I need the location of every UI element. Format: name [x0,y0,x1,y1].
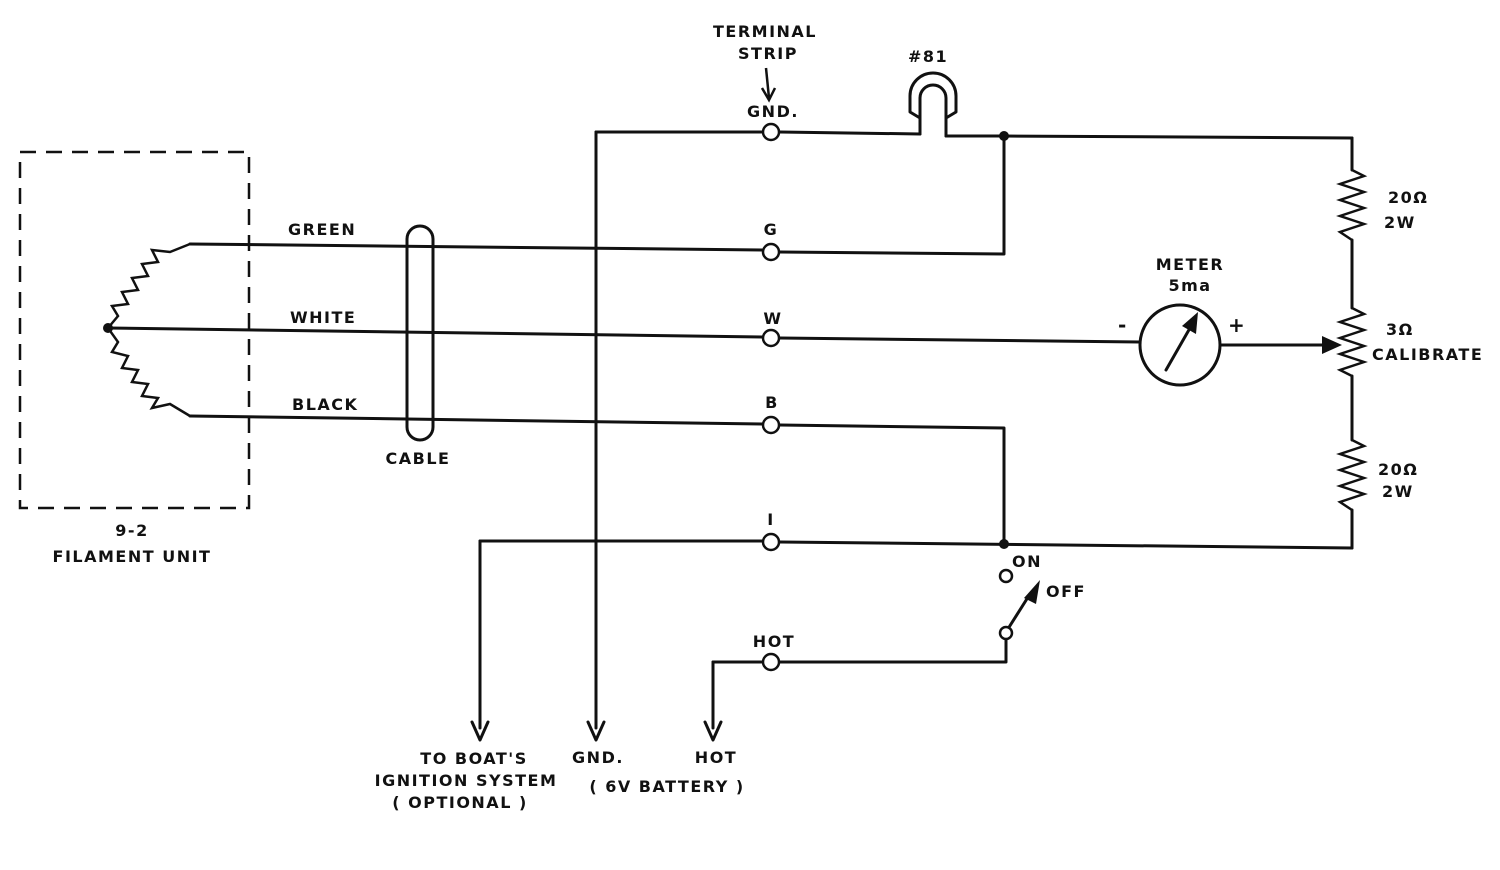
resistor-top [1336,168,1368,242]
hot-arrow [703,720,723,742]
meter-needle [1164,326,1192,372]
resistor-bottom [1336,438,1368,512]
ignition-arrow [470,720,490,742]
lamp-label: #81 [908,47,948,66]
resistor-pot [1336,306,1368,378]
filament-unit-label: FILAMENT UNIT [53,547,212,566]
ignition-label-1: TO BOAT'S [420,749,527,768]
terminal-hot-label: HOT [753,632,795,651]
ignition-label-3: ( OPTIONAL ) [392,793,528,812]
terminal-strip-title-2: STRIP [738,44,798,63]
resistor-bottom-watt: 2W [1382,482,1414,501]
resistor-top-watt: 2W [1384,213,1416,232]
terminal-hot [761,652,781,672]
terminal-w [761,328,781,348]
meter-minus: - [1118,313,1126,337]
terminal-b-label: B [765,393,779,412]
terminal-i-label: I [767,510,774,529]
green-wire [188,242,764,252]
filament-lower-element [106,327,191,418]
bus-junction [999,131,1009,141]
i-to-bottom [778,540,1354,550]
meter-circle [1138,303,1222,387]
pot-wiper-arrow [1322,336,1342,354]
output-hot-label: HOT [695,748,737,767]
meter-label-2: 5ma [1168,276,1211,295]
switch-contact-on [998,568,1014,584]
resistor-top-value: 20Ω [1388,188,1428,207]
lamp-bulb [908,71,958,138]
ignition-label-2: IGNITION SYSTEM [375,771,558,790]
i-junction [999,539,1009,549]
switch-off-label: OFF [1046,582,1086,601]
meter-plus: + [1228,313,1245,337]
cable-label: CABLE [386,449,451,468]
terminal-strip-title-1: TERMINAL [713,22,817,41]
gnd-to-lamp [778,130,922,136]
filament-upper-element [107,242,191,329]
switch-on-label: ON [1012,552,1042,571]
terminal-w-label: W [763,309,782,328]
terminal-b [761,415,781,435]
black-wire [188,414,764,426]
g-to-bus [778,134,1006,256]
gnd-arrow [586,720,606,742]
filament-unit-box [18,150,251,510]
black-wire-label: BLACK [292,395,358,414]
hot-to-switch [778,638,1008,664]
cable-clamp [405,224,435,442]
white-wire-label: WHITE [290,308,356,327]
resistor-pot-label: CALIBRATE [1372,345,1483,364]
output-gnd-label: GND. [572,748,624,767]
terminal-strip-pointer [764,67,771,99]
terminal-gnd-label: GND. [747,102,799,121]
switch-blade-head [1024,580,1040,604]
terminal-i [761,532,781,552]
resistor-pot-value: 3Ω [1386,320,1414,339]
terminal-strip-pointer-head [760,87,777,103]
b-to-i-node [778,423,1006,546]
terminal-g [761,242,781,262]
lamp-inner [918,83,948,120]
resistor-bottom-value: 20Ω [1378,460,1418,479]
terminal-gnd [761,122,781,142]
green-wire-label: GREEN [288,220,356,239]
battery-label: ( 6V BATTERY ) [589,777,744,796]
meter-label-1: METER [1156,255,1225,274]
switch-blade [1004,592,1032,634]
w-to-meter [778,336,1142,344]
switch-contact-common [998,625,1014,641]
terminal-g-label: G [764,220,779,239]
meter-needle-head [1182,312,1198,334]
filament-unit-number: 9-2 [115,521,148,540]
white-wire [106,326,764,339]
